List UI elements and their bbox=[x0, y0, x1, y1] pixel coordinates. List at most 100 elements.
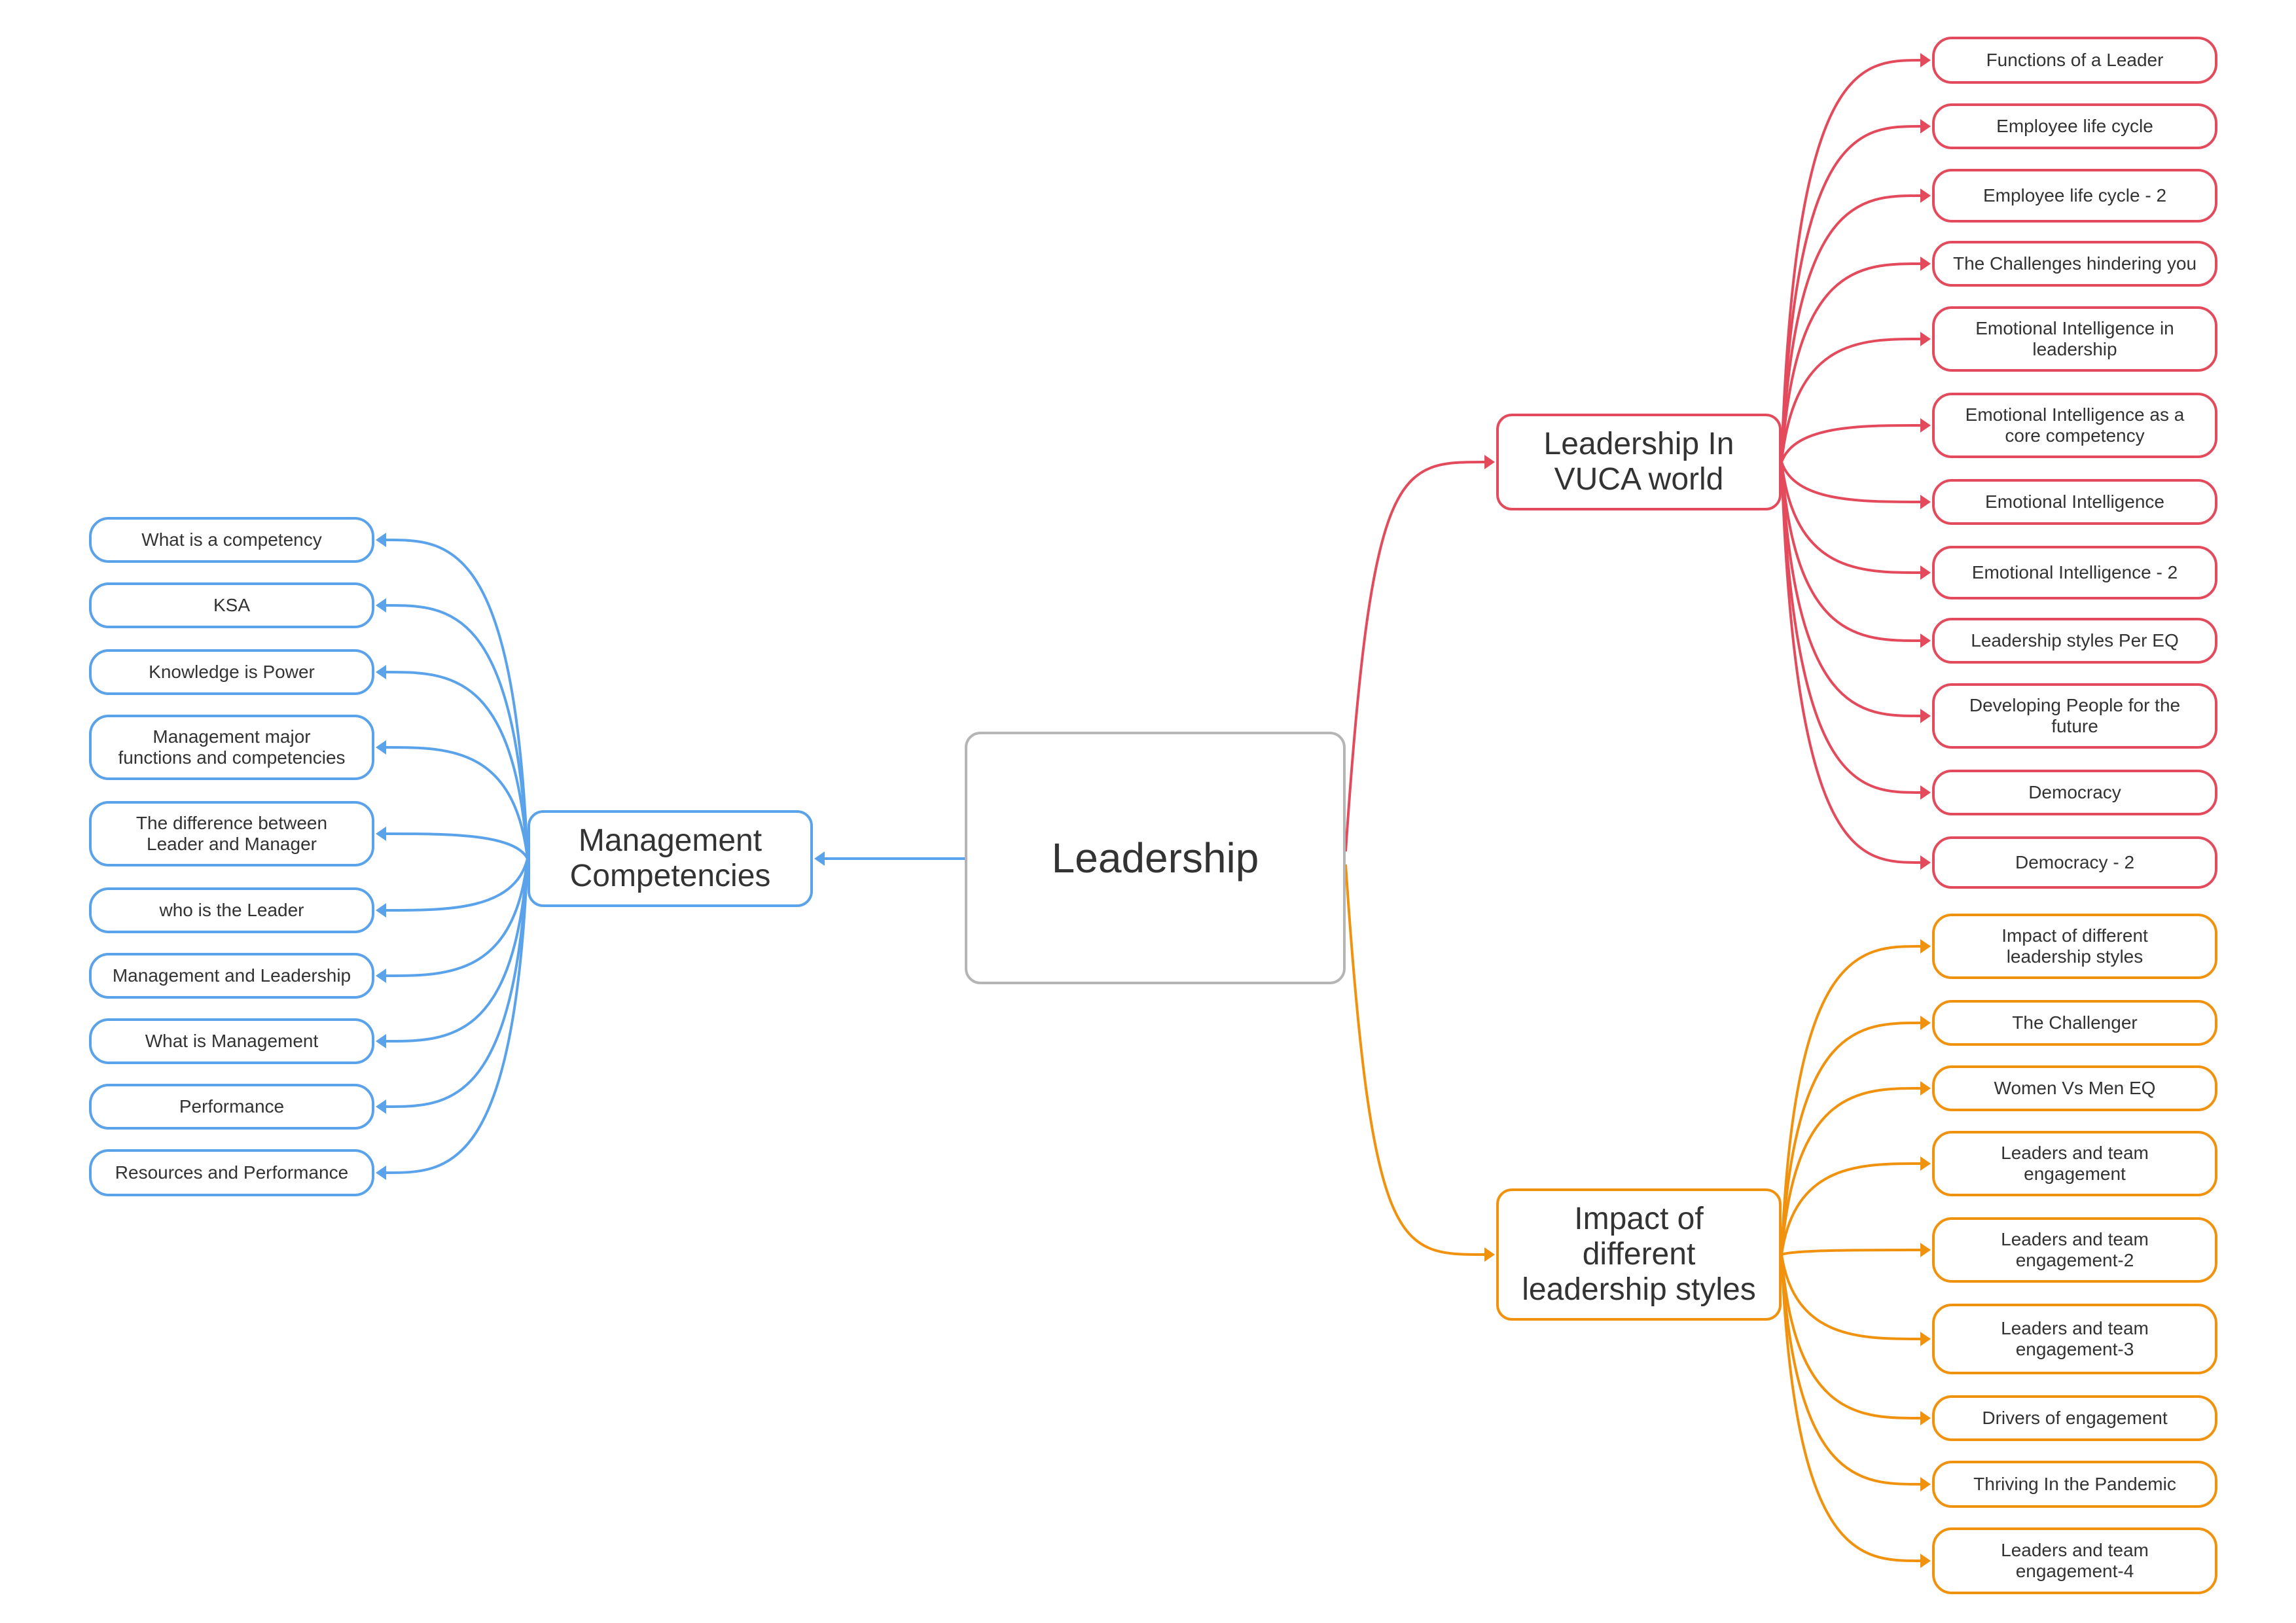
connector-line bbox=[386, 604, 529, 859]
connector-arrowhead bbox=[1920, 495, 1931, 509]
connector-arrowhead bbox=[1920, 119, 1931, 134]
subtopic-management[interactable]: What is a competency bbox=[89, 517, 374, 563]
subtopic-label: Women Vs Men EQ bbox=[1994, 1078, 2156, 1098]
subtopic-management[interactable]: who is the Leader bbox=[89, 887, 374, 933]
connector-line bbox=[386, 746, 529, 859]
subtopic-label: Democracy bbox=[2028, 782, 2121, 802]
subtopic-impact[interactable]: Drivers of engagement bbox=[1932, 1395, 2217, 1441]
subtopic-management[interactable]: Performance bbox=[89, 1084, 374, 1130]
connector-line bbox=[1780, 1022, 1921, 1255]
subtopic-management[interactable]: The difference between Leader and Manage… bbox=[89, 801, 374, 866]
subtopic-impact[interactable]: Leaders and team engagement-3 bbox=[1932, 1304, 2217, 1374]
connector-arrowhead bbox=[1920, 1477, 1931, 1491]
subtopic-vuca[interactable]: Emotional Intelligence bbox=[1932, 479, 2217, 525]
subtopic-label: Management major functions and competenc… bbox=[118, 726, 346, 768]
subtopic-label: KSA bbox=[213, 595, 251, 615]
connector-line bbox=[1780, 1254, 1921, 1486]
branch-leadership-in-vuca-world[interactable]: Leadership In VUCA world bbox=[1496, 414, 1782, 510]
subtopic-impact[interactable]: Leaders and team engagement-4 bbox=[1932, 1527, 2217, 1594]
connector-line bbox=[386, 858, 529, 1174]
subtopic-management[interactable]: Management and Leadership bbox=[89, 953, 374, 999]
subtopic-label: Employee life cycle bbox=[1996, 116, 2153, 136]
connector-arrowhead bbox=[1920, 418, 1931, 433]
subtopic-label: Resources and Performance bbox=[115, 1162, 349, 1183]
subtopic-management[interactable]: Management major functions and competenc… bbox=[89, 715, 374, 780]
connector-line bbox=[1780, 945, 1921, 1255]
connector-arrowhead bbox=[1484, 455, 1495, 469]
subtopic-vuca[interactable]: Employee life cycle bbox=[1932, 103, 2217, 149]
connector-arrowhead bbox=[376, 665, 386, 679]
subtopic-vuca[interactable]: Emotional Intelligence - 2 bbox=[1932, 546, 2217, 599]
connector-arrowhead bbox=[376, 1034, 386, 1048]
connector-line bbox=[1780, 194, 1921, 463]
connector-arrowhead bbox=[1920, 257, 1931, 271]
connector-line bbox=[1780, 461, 1921, 864]
connector-line bbox=[1780, 338, 1921, 463]
connector-line bbox=[386, 539, 529, 859]
subtopic-vuca[interactable]: Emotional Intelligence in leadership bbox=[1932, 306, 2217, 372]
branch-impact-of-leadership-styles[interactable]: Impact of different leadership styles bbox=[1496, 1188, 1782, 1321]
subtopic-impact[interactable]: Impact of different leadership styles bbox=[1932, 914, 2217, 979]
connector-arrowhead bbox=[1920, 1016, 1931, 1030]
subtopic-impact[interactable]: The Challenger bbox=[1932, 1000, 2217, 1046]
connector-line bbox=[386, 858, 529, 1043]
connector-line bbox=[1780, 461, 1921, 717]
branch-management-competencies[interactable]: Management Competencies bbox=[528, 810, 813, 907]
branch-label: Impact of different leadership styles bbox=[1522, 1202, 1756, 1307]
subtopic-label: What is Management bbox=[145, 1031, 319, 1051]
connector-arrowhead bbox=[1920, 1081, 1931, 1096]
subtopic-vuca[interactable]: Developing People for the future bbox=[1932, 683, 2217, 749]
subtopic-label: The Challenger bbox=[2012, 1012, 2138, 1033]
subtopic-vuca[interactable]: Democracy bbox=[1932, 770, 2217, 815]
subtopic-label: Knowledge is Power bbox=[149, 662, 315, 682]
connector-arrowhead bbox=[376, 1099, 386, 1114]
subtopic-impact[interactable]: Leaders and team engagement-2 bbox=[1932, 1217, 2217, 1283]
connector-line bbox=[1780, 1162, 1921, 1255]
connector-line bbox=[386, 858, 529, 977]
subtopic-label: Performance bbox=[179, 1096, 285, 1116]
subtopic-label: Democracy - 2 bbox=[2015, 852, 2135, 872]
connector-arrowhead bbox=[376, 903, 386, 918]
connector-line bbox=[386, 858, 529, 912]
subtopic-label: The Challenges hindering you bbox=[1952, 253, 2197, 274]
connector-arrowhead bbox=[814, 851, 825, 866]
connector-arrowhead bbox=[376, 827, 386, 841]
subtopic-label: The difference between Leader and Manage… bbox=[135, 813, 328, 854]
subtopic-vuca[interactable]: Emotional Intelligence as a core compete… bbox=[1932, 393, 2217, 458]
subtopic-label: Employee life cycle - 2 bbox=[1982, 185, 2167, 205]
subtopic-impact[interactable]: Thriving In the Pandemic bbox=[1932, 1461, 2217, 1508]
connector-arrowhead bbox=[1920, 53, 1931, 67]
central-topic[interactable]: Leadership bbox=[965, 732, 1346, 984]
connector-arrowhead bbox=[376, 533, 386, 547]
subtopic-management[interactable]: What is Management bbox=[89, 1018, 374, 1064]
subtopic-management[interactable]: Resources and Performance bbox=[89, 1149, 374, 1196]
connector-line bbox=[1780, 461, 1921, 794]
subtopic-impact[interactable]: Women Vs Men EQ bbox=[1932, 1065, 2217, 1111]
connector-line bbox=[1344, 864, 1485, 1256]
subtopic-vuca[interactable]: The Challenges hindering you bbox=[1932, 241, 2217, 287]
connector-arrowhead bbox=[1920, 1243, 1931, 1257]
connector-line bbox=[1780, 262, 1921, 463]
connector-arrowhead bbox=[1920, 188, 1931, 203]
subtopic-label: Impact of different leadership styles bbox=[2001, 925, 2148, 967]
subtopic-vuca[interactable]: Democracy - 2 bbox=[1932, 836, 2217, 889]
subtopic-label: What is a competency bbox=[141, 529, 322, 550]
subtopic-label: Emotional Intelligence - 2 bbox=[1971, 562, 2178, 582]
connector-arrowhead bbox=[1920, 939, 1931, 954]
connector-line bbox=[1780, 1254, 1921, 1340]
connector-arrowhead bbox=[1920, 1411, 1931, 1425]
subtopic-vuca[interactable]: Employee life cycle - 2 bbox=[1932, 169, 2217, 223]
connector-line bbox=[386, 832, 529, 860]
subtopic-management[interactable]: KSA bbox=[89, 582, 374, 628]
subtopic-label: Leadership styles Per EQ bbox=[1971, 630, 2179, 651]
subtopic-vuca[interactable]: Leadership styles Per EQ bbox=[1932, 618, 2217, 664]
subtopic-label: Leaders and team engagement-3 bbox=[2001, 1318, 2149, 1359]
connector-arrowhead bbox=[376, 740, 386, 755]
connector-arrowhead bbox=[1920, 709, 1931, 723]
subtopic-vuca[interactable]: Functions of a Leader bbox=[1932, 37, 2217, 84]
subtopic-impact[interactable]: Leaders and team engagement bbox=[1932, 1131, 2217, 1196]
connector-line bbox=[1780, 1087, 1921, 1255]
connector-arrowhead bbox=[376, 598, 386, 613]
subtopic-management[interactable]: Knowledge is Power bbox=[89, 649, 374, 695]
connector-line bbox=[1780, 1254, 1921, 1562]
